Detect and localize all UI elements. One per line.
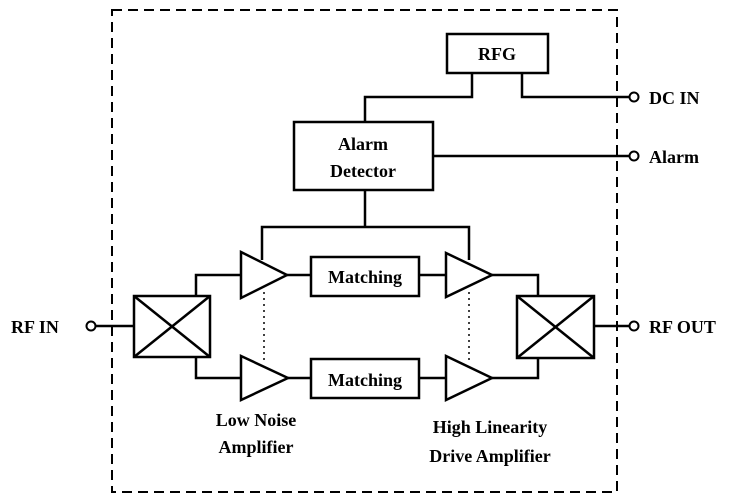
hlda-bottom-to-coupler [492,358,540,380]
wiring [96,73,630,380]
output-hybrid-coupler [515,294,596,360]
lna-caption-line2: Amplifier [219,437,294,457]
rfg-block: RFG [445,32,550,75]
alarm-detector-label-line1: Alarm [338,134,388,154]
rf-out-label: RF OUT [649,317,716,337]
hlda-top-triangle [444,251,495,299]
alarm-port [628,150,640,162]
input-hybrid-coupler [132,294,212,359]
rfg-to-detector-line [363,73,474,122]
matching-bottom-label: Matching [328,370,402,390]
coupler-to-lna-bottom [194,357,241,380]
lna-caption-line1: Low Noise [216,410,297,430]
hlda-caption-line2: Drive Amplifier [429,446,550,466]
matching-top-label: Matching [328,267,402,287]
matching-top-block: Matching [309,255,421,298]
alarm-detector-label-line2: Detector [330,161,396,181]
module-boundary [111,9,618,493]
coupler-to-lna-top [194,273,241,296]
dc-in-line [520,73,630,99]
bus-line [260,225,471,260]
alarm-label: Alarm [649,147,699,167]
hlda-bottom-triangle [444,354,495,402]
rf-in-label: RF IN [11,317,59,337]
lna-top-triangle [239,249,290,301]
rf-out-port [628,320,640,332]
rfg-label: RFG [478,44,516,64]
hlda-top-to-coupler [492,273,540,296]
matching-bottom-block: Matching [309,357,421,400]
dc-in-port [628,91,640,103]
dc-in-label: DC IN [649,88,700,108]
alarm-detector-block: Alarm Detector [292,120,435,192]
hlda-caption-line1: High Linearity [433,417,548,437]
rf-in-port [85,320,97,332]
lna-bottom-triangle [239,354,291,402]
